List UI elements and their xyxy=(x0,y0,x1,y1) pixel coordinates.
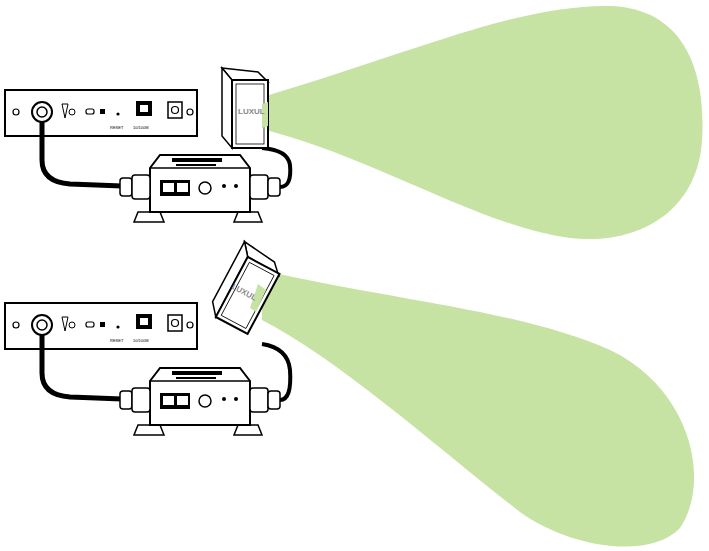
signal-beam xyxy=(266,6,703,239)
port-label: 10/100M xyxy=(133,339,149,343)
signal-beam xyxy=(262,270,694,547)
brand-logo: LUXUL xyxy=(238,108,265,116)
button-label: RESET xyxy=(110,339,123,343)
port-label: 10/100M xyxy=(133,126,149,130)
button-label: RESET xyxy=(110,126,123,130)
